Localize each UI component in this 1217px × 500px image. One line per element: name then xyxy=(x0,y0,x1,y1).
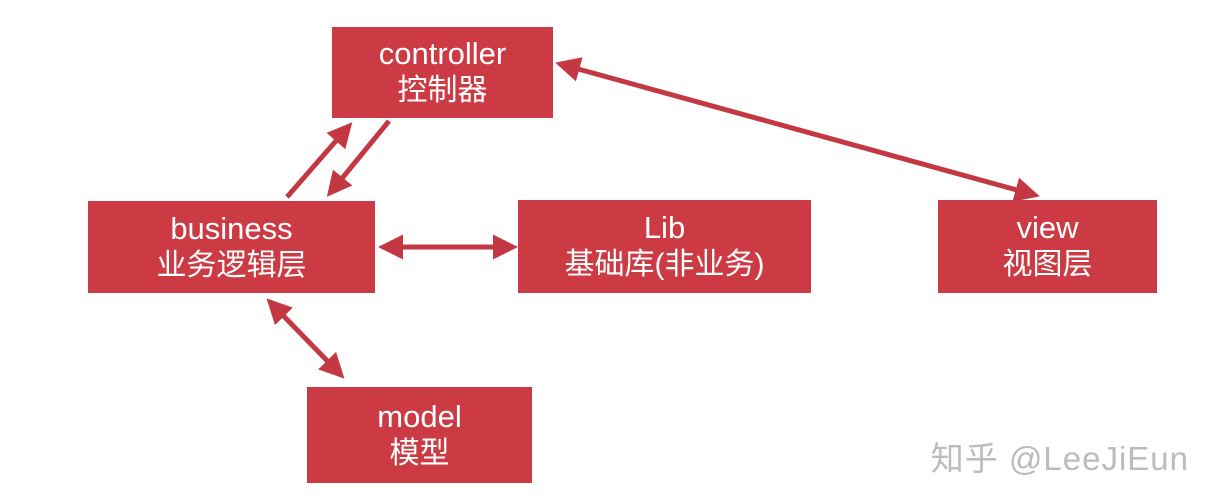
watermark: 知乎 @LeeJiEun xyxy=(930,440,1189,477)
node-lib-subtitle: 基础库(非业务) xyxy=(564,248,765,282)
node-model: model 模型 xyxy=(307,387,532,483)
arrow-controller-view xyxy=(555,57,1040,202)
arrow-controller-to-business xyxy=(326,119,391,197)
node-lib: Lib 基础库(非业务) xyxy=(518,200,811,293)
node-model-title: model xyxy=(377,398,462,434)
node-controller-title: controller xyxy=(378,36,507,72)
node-model-subtitle: 模型 xyxy=(389,436,450,470)
node-business: business 业务逻辑层 xyxy=(88,201,375,293)
node-business-subtitle: 业务逻辑层 xyxy=(156,248,307,282)
node-lib-title: Lib xyxy=(643,210,686,246)
node-controller: controller 控制器 xyxy=(332,27,553,118)
node-business-title: business xyxy=(170,210,293,246)
arrow-business-to-controller xyxy=(285,122,353,199)
arrow-business-model xyxy=(266,298,345,379)
node-view-subtitle: 视图层 xyxy=(1002,248,1093,282)
node-controller-subtitle: 控制器 xyxy=(397,74,488,108)
node-view: view 视图层 xyxy=(938,200,1157,293)
node-view-title: view xyxy=(1016,210,1079,246)
